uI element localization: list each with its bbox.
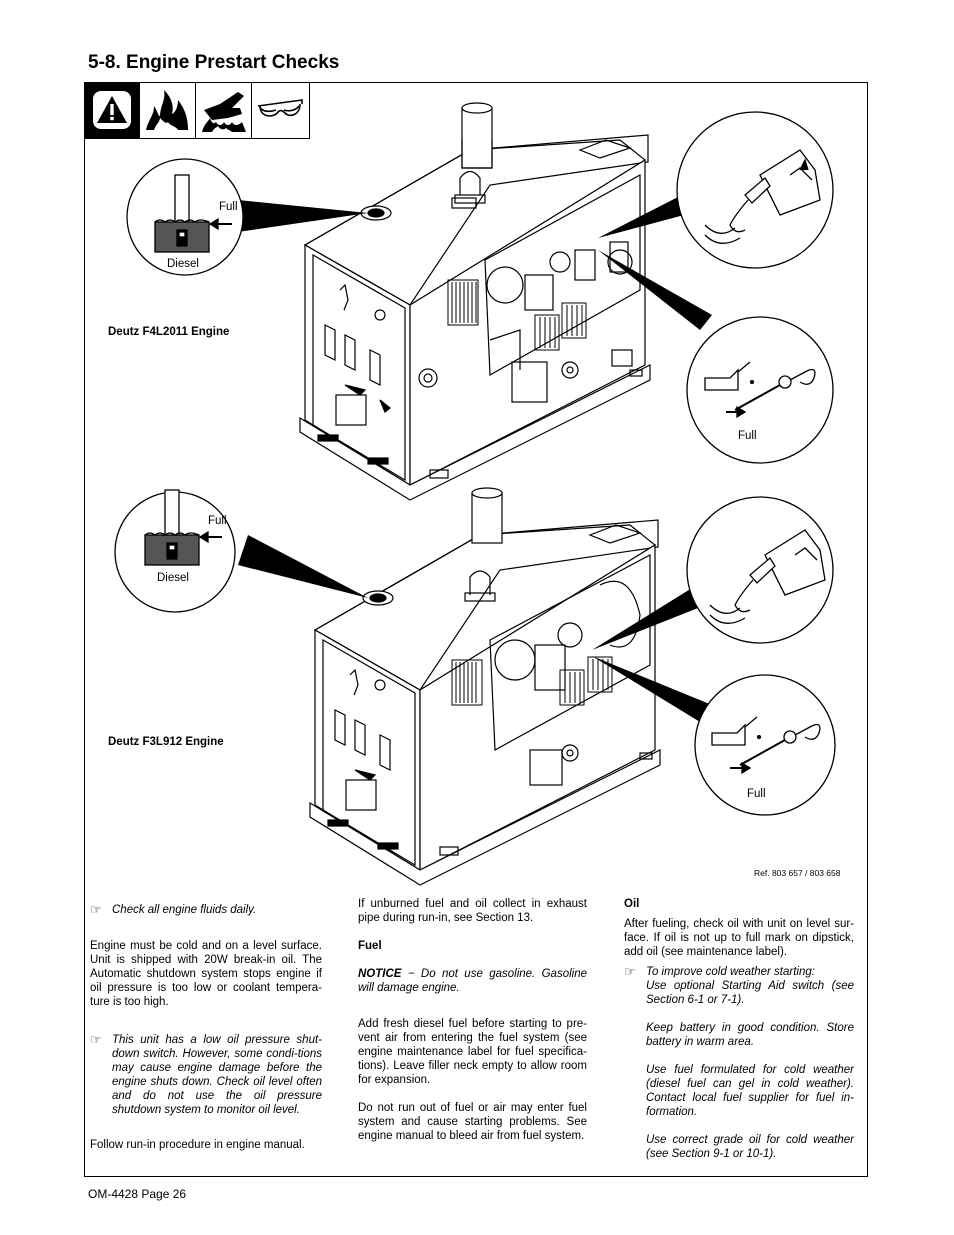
engine1-fuel-diesel-label: Diesel [167,258,199,270]
safety-glasses-icon [252,82,308,138]
engine1-dipstick-callout [598,250,712,330]
fire-icon [140,82,196,138]
paragraph-engine-cold: Engine must be cold and on a level surfa… [90,940,322,1008]
engine1-fuel-callout [238,200,368,232]
engine2-fuel-callout [238,535,368,598]
engine2-oil-full-label: Full [747,788,766,800]
engine1-dipstick-circle [686,316,834,464]
engine2-fuel-full-label: Full [208,515,227,527]
paragraph-run-out-fuel: Do not run out of fuel or air may enter … [358,1102,587,1142]
engine2-oilfill-callout [592,588,698,650]
engine1-oil-fill-circle [676,111,834,269]
engine1-fuel-gauge-circle [126,158,244,276]
burn-hand-icon [196,82,252,138]
paragraph-run-in: Follow run-in procedure in engine manual… [90,1139,305,1151]
section-title: 5-8. Engine Prestart Checks [88,52,340,73]
paragraph-check-oil: After fueling, check oil with unit on le… [624,918,854,958]
reference-number: Ref. 803 657 / 803 658 [754,868,841,878]
content-frame [84,82,868,1177]
note-low-oil-shutdown: ☞ This unit has a low oil pressure shut-… [90,1032,322,1117]
engine2-oil-fill-circle [686,496,834,644]
engine2-generator-illustration [309,487,661,886]
column-2: If unburned fuel and oil collect in exha… [358,897,587,1143]
engine2-fuel-diesel-label: Diesel [157,572,189,584]
engine2-dipstick-circle [694,674,836,816]
engine2-dipstick-callout [592,656,712,725]
engine1-oil-full-label: Full [738,430,757,442]
safety-icons-strip [84,82,310,139]
engine2-fuel-gauge-circle [114,489,236,613]
column-3: Oil After fueling, check oil with unit o… [624,897,854,1161]
oil-heading: Oil [624,898,640,910]
paragraph-exhaust: If unburned fuel and oil collect in exha… [358,898,587,924]
engine-illustrations [114,102,836,886]
engine2-name: Deutz F3L912 Engine [108,736,224,748]
warning-icon [84,82,140,138]
engine1-oilfill-callout [598,197,684,238]
column-1: ☞ Check all engine fluids daily. Engine … [90,903,322,1152]
engine1-fuel-full-label: Full [219,201,238,213]
note-cold-weather: ☞ To improve cold weather starting: Use … [624,964,854,1161]
pointing-hand-icon: ☞ [90,902,102,917]
pointing-hand-icon: ☞ [90,1032,102,1047]
pointing-hand-icon: ☞ [624,964,636,979]
notice-text: − Do not use gasoline. Gasoline will dam… [358,968,587,994]
fuel-heading: Fuel [358,940,382,952]
notice-gasoline: NOTICE − Do not use gasoline. Gasoline w… [358,967,587,995]
engine1-generator-illustration [299,102,651,501]
page-footer: OM-4428 Page 26 [88,1187,187,1201]
notice-label: NOTICE [358,968,402,980]
engine1-name: Deutz F4L2011 Engine [108,326,230,338]
note-check-fluids: ☞ Check all engine fluids daily. [90,902,257,917]
paragraph-add-fuel: Add fresh diesel fuel before starting to… [358,1018,587,1086]
